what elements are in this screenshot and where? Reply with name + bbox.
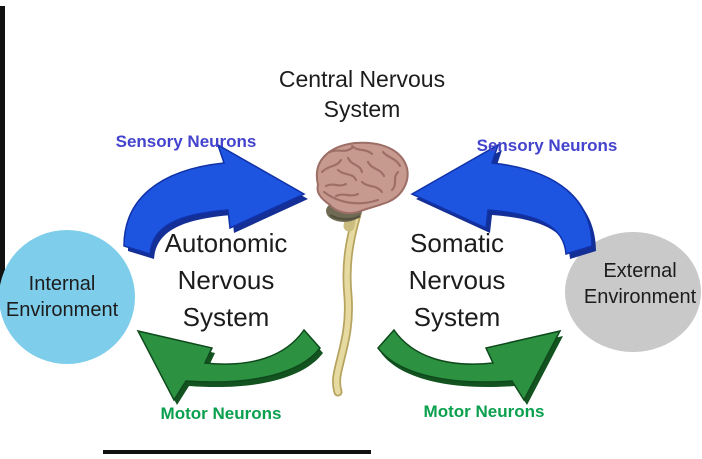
- motor-neurons-label-left: Motor Neurons: [160, 404, 282, 423]
- left-border-line: [0, 6, 5, 302]
- brain-illustration: [315, 141, 409, 397]
- internal-line-1: Internal: [28, 273, 96, 295]
- autonomic-nervous-system-label: Autonomic Nervous System: [165, 225, 288, 336]
- spinal-cord-icon: [333, 211, 360, 395]
- motor-neurons-label-right: Motor Neurons: [423, 402, 545, 421]
- internal-environment-label: Internal Environment: [6, 271, 118, 323]
- sensory-neurons-label-left: Sensory Neurons: [115, 132, 257, 151]
- motor-arrow-right-icon: [377, 328, 563, 405]
- sensory-arrow-right-icon: [410, 143, 596, 259]
- brain-sulci-lines: [320, 144, 402, 205]
- somatic-nervous-system-label: Somatic Nervous System: [409, 225, 506, 336]
- somatic-line-1: Somatic: [410, 228, 504, 258]
- somatic-line-2: Nervous: [408, 265, 506, 295]
- central-nervous-system-title: Central Nervous System: [279, 64, 445, 124]
- external-environment-ellipse: [565, 232, 701, 352]
- bottom-border-line: [103, 450, 371, 454]
- internal-environment-ellipse: [0, 230, 135, 364]
- external-environment-label: External Environment: [584, 258, 696, 310]
- somatic-line-3: System: [413, 302, 501, 332]
- autonomic-line-1: Autonomic: [164, 228, 288, 258]
- external-line-2: Environment: [583, 286, 697, 308]
- autonomic-line-2: Nervous: [177, 265, 275, 295]
- motor-arrow-left-icon: [136, 328, 323, 405]
- external-line-1: External: [603, 260, 677, 282]
- title-line-1: Central Nervous: [278, 66, 446, 92]
- title-line-2: System: [323, 96, 401, 122]
- sensory-neurons-label-right: Sensory Neurons: [476, 136, 618, 155]
- autonomic-line-3: System: [182, 302, 270, 332]
- sensory-arrow-left-icon: [123, 143, 308, 259]
- internal-line-2: Environment: [5, 299, 119, 321]
- cerebellum-fold-line: [329, 213, 361, 221]
